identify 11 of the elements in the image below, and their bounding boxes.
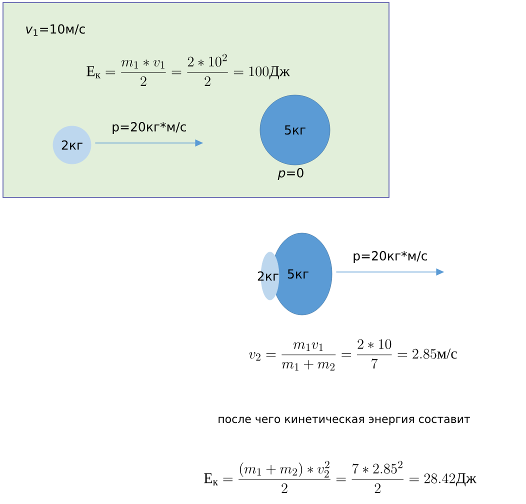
formula: $v_2 = \frac{m_1 v_1}{m_1 + m_2} = \frac{2 * 10}{7} = 2.85\text{м/с}$ bbox=[249, 339, 457, 371]
ball: 2кг bbox=[52, 126, 92, 164]
edge-label: p=20кг*м/с bbox=[112, 122, 186, 134]
momentum-label: p=0 bbox=[278, 168, 304, 180]
ball: 5кг bbox=[260, 94, 330, 166]
ball: 2кг bbox=[258, 252, 280, 300]
formula: $\mathrm{E}_{\text{к}} = \frac{m_1 * v_1}{2} = \frac{2 * 10^2}{2} = 100\text{Дж}$ bbox=[86, 54, 290, 86]
formula: $\mathrm{E}_{\text{к}} = \frac{(m_1 + m_2) * v_2^2}{2} = \frac{7 * 2.85^2}{2} = 28.42\text{Дж}$ bbox=[204, 460, 476, 493]
note-text: после чего кинетическая энергия составит bbox=[218, 416, 470, 426]
speed-label: v$_{1}$=10м/с bbox=[26, 24, 85, 36]
edge-label: p=20кг*м/с bbox=[354, 251, 428, 263]
